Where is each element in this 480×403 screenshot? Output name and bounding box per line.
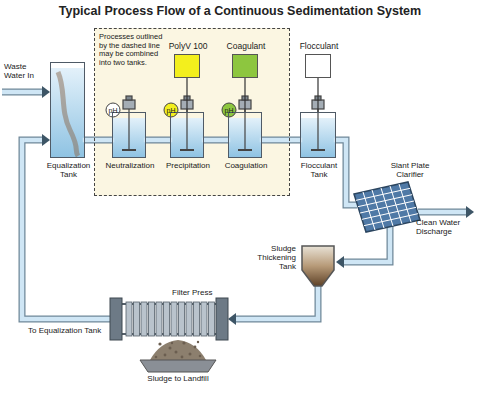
flow-label: Clean Water Discharge (416, 218, 474, 236)
feed-line (318, 78, 319, 112)
filter-press: Filter Press (110, 298, 228, 340)
diagram-title: Typical Process Flow of a Continuous Sed… (0, 4, 480, 18)
pipe-connector (22, 134, 110, 319)
node-label: Sludge Thickening Tank (244, 244, 296, 272)
pipe-connector (228, 286, 318, 325)
process-tank: Coagulation (228, 112, 262, 158)
node-label: Flocculant (291, 42, 347, 52)
node-label: Neutralization (102, 161, 158, 170)
pipe-connector (146, 140, 170, 141)
node-label: Slant Plate Clarifier (380, 161, 440, 179)
region-ground (94, 28, 290, 196)
node-label: Processes outlined by the dashed line ma… (99, 33, 163, 68)
mixer-symbol (122, 96, 325, 150)
pipe-connector (336, 226, 390, 268)
feed-line (245, 78, 246, 112)
dashed-region: Processes outlined by the dashed line ma… (94, 28, 290, 196)
process-tank: Neutralization (112, 112, 146, 158)
chemical-feed: Flocculant (305, 54, 331, 78)
probe-label: pH (103, 105, 123, 116)
process-tank: Precipitation (170, 112, 204, 158)
sludge-pile (150, 340, 206, 360)
chemical-feed: Coagulant (232, 54, 258, 78)
node-label: Flocculant Tank (294, 161, 344, 179)
node-label: Sludge to Landfill (128, 374, 228, 383)
thickening-tank-outline (300, 244, 336, 288)
inlet-pipe (2, 86, 50, 98)
node-label: Coagulant (221, 42, 271, 52)
ph-probe (106, 103, 236, 117)
clarifier: Slant Plate Clarifier (352, 180, 422, 234)
node-label: Filter Press (172, 288, 232, 297)
node-label: Coagulation (218, 161, 274, 170)
clarifier-outline (352, 180, 422, 234)
pipe-connector (204, 140, 228, 141)
thickening-tank: Sludge Thickening Tank (300, 244, 336, 288)
node-label: Precipitation (160, 161, 216, 170)
feed-line (187, 78, 188, 112)
node-label: Equalization Tank (45, 161, 93, 179)
pipe-connector (262, 140, 300, 141)
sludge-tray-outline (140, 360, 216, 372)
discharge-pipe (418, 206, 474, 218)
flow-label: Waste Water In (4, 62, 46, 80)
filter-press-outline (110, 298, 228, 340)
sludge-tray: Sludge to Landfill (140, 360, 216, 372)
process-tank: Equalization Tank (50, 62, 85, 158)
process-tank: Flocculant Tank (300, 112, 336, 158)
probe-label: pH (219, 105, 239, 116)
flow-label: To Equalization Tank (28, 326, 138, 335)
pipe-connector (85, 140, 112, 141)
chemical-feed: PolyV 100 (174, 54, 200, 78)
node-label: PolyV 100 (163, 42, 213, 52)
probe-label: pH (161, 105, 181, 116)
